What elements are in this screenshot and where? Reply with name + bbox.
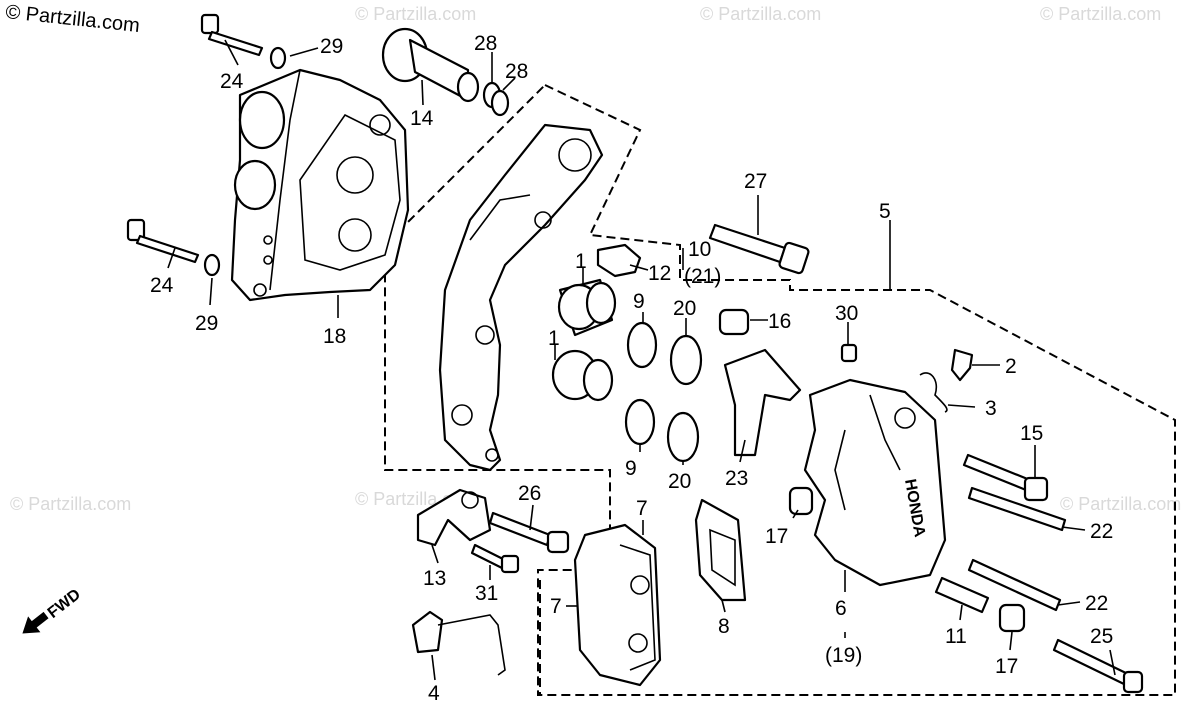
bolt-26 <box>488 511 570 554</box>
callout-20: 20 <box>673 297 696 320</box>
callout-labels: 24 29 14 28 28 24 29 18 27 5 10 (21) 12 … <box>150 32 1113 705</box>
bracket-13 <box>416 488 492 547</box>
callout-17: 17 <box>765 525 788 548</box>
seal-20-lower <box>666 411 700 463</box>
pin-22-upper <box>967 486 1067 532</box>
callout-31: 31 <box>475 582 498 605</box>
shim-23 <box>723 348 802 457</box>
callout-13: 13 <box>423 567 446 590</box>
clip-3 <box>919 372 948 413</box>
cap-17-upper <box>788 486 814 516</box>
caliper-body-6: HONDA <box>803 378 947 587</box>
callout-23: 23 <box>725 467 748 490</box>
callout-1: 1 <box>575 250 587 273</box>
bleed-screw-2 <box>950 348 974 382</box>
watermark: © Partzilla.com <box>10 494 131 514</box>
callout-15: 15 <box>1020 422 1043 445</box>
callout-4: 4 <box>428 682 440 705</box>
clip-28 <box>482 81 510 117</box>
callout-6: 6 <box>835 597 847 620</box>
callout-28: 28 <box>505 60 528 83</box>
seal-9-lower <box>624 398 656 446</box>
caliper-body-18 <box>230 68 410 302</box>
cap-16 <box>718 308 750 336</box>
callout-30: 30 <box>835 302 858 325</box>
callout-29: 29 <box>195 312 218 335</box>
callout-24: 24 <box>150 274 174 297</box>
callout-28: 28 <box>474 32 497 55</box>
callout-7: 7 <box>550 595 562 618</box>
brake-pad-7 <box>573 523 662 687</box>
callout-11: 11 <box>945 625 967 648</box>
forward-direction-arrow: FWD <box>22 586 84 634</box>
callout-19: (19) <box>825 644 862 667</box>
bolt-25 <box>1052 638 1144 694</box>
bolt-31 <box>470 543 520 574</box>
watermark: © Partzilla.com <box>700 4 821 24</box>
callout-3: 3 <box>985 397 997 420</box>
callout-1: 1 <box>548 327 560 350</box>
callout-5: 5 <box>879 200 891 223</box>
callout-8: 8 <box>718 615 730 638</box>
callout-16: 16 <box>768 310 791 333</box>
seal-20-upper <box>669 334 703 386</box>
callout-29: 29 <box>320 35 343 58</box>
cap-17-lower <box>998 603 1026 633</box>
callout-10: 10 <box>688 238 711 261</box>
watermark: © Partzilla.com <box>1040 4 1161 24</box>
bleeder-30 <box>840 343 858 363</box>
leader-lines <box>167 39 1116 681</box>
callout-18: 18 <box>323 325 346 348</box>
pin-14 <box>381 27 480 103</box>
sleeve-11 <box>934 576 990 614</box>
bolt-24-mid <box>126 218 200 264</box>
pad-spring-12 <box>596 243 642 278</box>
washer-29-top <box>269 46 287 70</box>
shim-8 <box>694 498 747 602</box>
pin-bolt-15 <box>962 453 1049 502</box>
callout-22: 22 <box>1090 520 1113 543</box>
bolt-27 <box>708 223 810 275</box>
bolt-24-top <box>200 13 264 57</box>
washer-29-mid <box>203 253 221 277</box>
callout-26: 26 <box>518 482 541 505</box>
forward-label: FWD <box>45 586 84 622</box>
assembly-outline-bracket <box>384 83 1176 696</box>
callout-20: 20 <box>668 470 691 493</box>
callout-27: 27 <box>744 170 767 193</box>
callout-9: 9 <box>633 290 645 313</box>
caliper-bracket <box>438 123 604 472</box>
callout-14: 14 <box>410 107 434 130</box>
clip-wire-4 <box>411 610 506 676</box>
callout-9: 9 <box>625 457 637 480</box>
callout-2: 2 <box>1005 355 1017 378</box>
callout-22: 22 <box>1085 592 1108 615</box>
watermark: © Partzilla.com <box>1060 494 1181 514</box>
callout-21: (21) <box>684 265 721 288</box>
callout-17: 17 <box>995 655 1018 678</box>
callout-24: 24 <box>220 70 244 93</box>
seal-9-upper <box>626 321 658 369</box>
callout-7: 7 <box>636 497 648 520</box>
pin-22-lower <box>967 558 1062 612</box>
callout-25: 25 <box>1090 625 1113 648</box>
watermark: © Partzilla.com <box>355 4 476 24</box>
callout-12: 12 <box>648 262 671 285</box>
watermark-main: © Partzilla.com <box>4 1 140 37</box>
piston-1-upper <box>557 278 617 337</box>
piston-1-lower <box>551 349 614 402</box>
